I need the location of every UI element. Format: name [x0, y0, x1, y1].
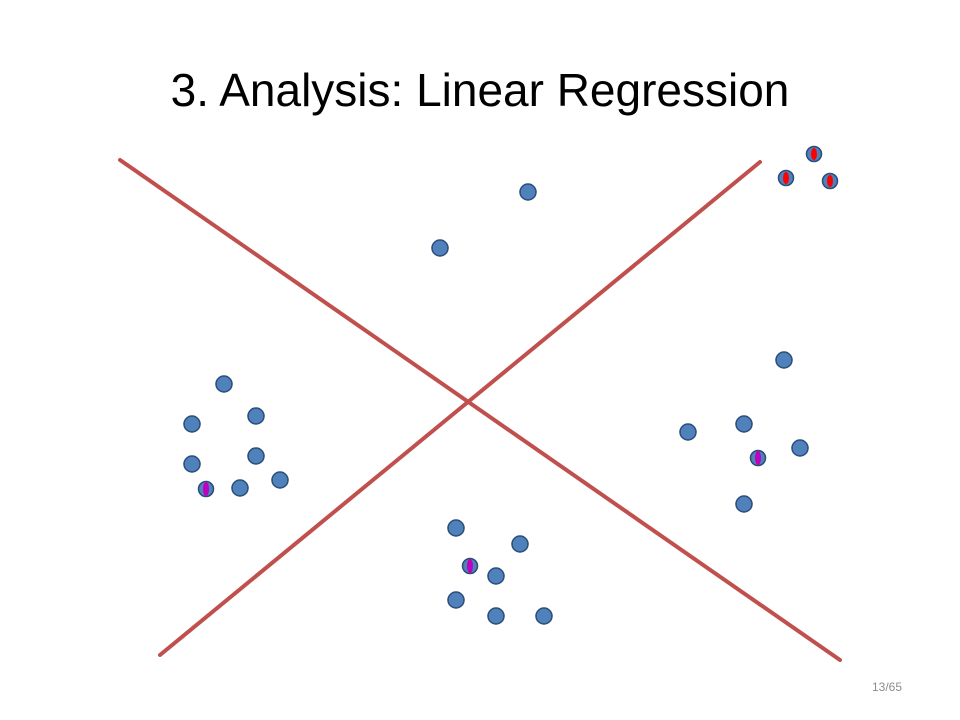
data-point: [447, 519, 465, 537]
cluster-top: [431, 183, 537, 257]
data-point: [183, 415, 201, 433]
data-point: [679, 423, 697, 441]
data-point-highlighted-magenta: [749, 449, 767, 467]
regression-line-descending: [118, 158, 842, 662]
data-point: [487, 567, 505, 585]
data-point-highlighted-magenta: [461, 557, 479, 575]
data-point: [519, 183, 537, 201]
cluster-right: [679, 351, 809, 513]
data-point: [247, 407, 265, 425]
data-point: [535, 607, 553, 625]
cluster-bottom: [447, 519, 553, 625]
page-number: 13/65: [871, 680, 902, 694]
data-point-highlighted-red: [777, 169, 795, 187]
data-point: [511, 535, 529, 553]
data-point-highlighted-red: [805, 145, 823, 163]
data-point: [231, 479, 249, 497]
data-point: [775, 351, 793, 369]
data-point: [735, 415, 753, 433]
cluster-left: [183, 375, 289, 498]
data-point: [487, 607, 505, 625]
data-point-highlighted-magenta: [197, 480, 215, 498]
regression-line-ascending: [158, 160, 762, 657]
cluster-top-right: [777, 145, 839, 190]
slide-title: 3. Analysis: Linear Regression: [170, 64, 790, 116]
data-point: [183, 455, 201, 473]
data-point: [215, 375, 233, 393]
data-point: [447, 591, 465, 609]
data-point-highlighted-red: [821, 172, 839, 190]
data-point: [431, 239, 449, 257]
data-point: [791, 439, 809, 457]
data-point: [247, 447, 265, 465]
data-point: [735, 495, 753, 513]
data-point: [271, 471, 289, 489]
